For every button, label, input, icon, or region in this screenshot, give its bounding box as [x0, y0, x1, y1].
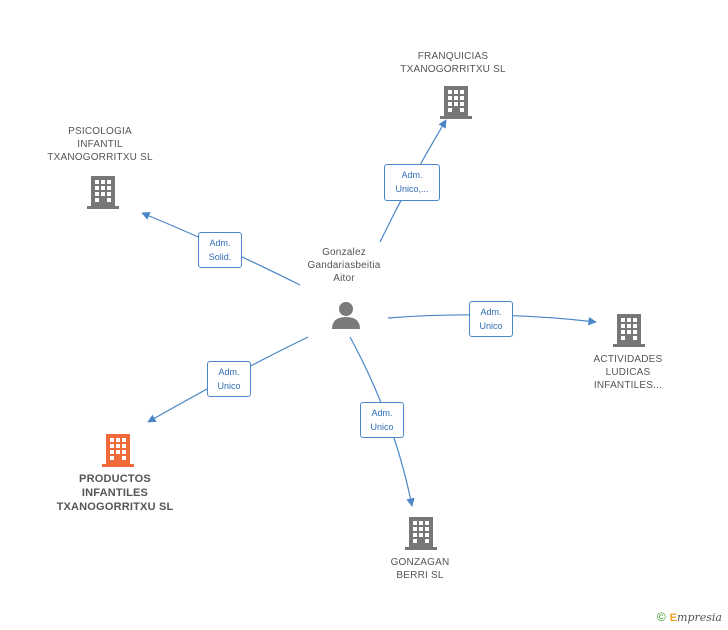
person-name-line-2: Gandariasbeitia: [307, 260, 381, 271]
company-label-gonzagan-line-2: BERRI SL: [396, 570, 444, 581]
company-label-productos-line-2: INFANTILES: [81, 487, 149, 499]
copyright-footer[interactable]: ©Empresia: [657, 610, 722, 624]
company-label-psicologia-line-2: INFANTIL: [77, 139, 123, 150]
company-label-gonzagan[interactable]: GONZAGAN BERRI SL: [370, 556, 470, 582]
company-label-psicologia-line-1: PSICOLOGIA: [68, 126, 132, 137]
company-label-franquicias-line-1: FRANQUICIAS: [417, 51, 489, 62]
role-badge-actividades[interactable]: Adm. Unico: [469, 301, 513, 337]
building-icon[interactable]: [613, 312, 645, 348]
company-label-actividades-line-1: ACTIVIDADES: [593, 354, 663, 365]
company-label-franquicias[interactable]: FRANQUICIAS TXANOGORRITXU SL: [383, 50, 523, 76]
company-label-productos[interactable]: PRODUCTOS INFANTILES TXANOGORRITXU SL: [40, 472, 190, 514]
building-icon-highlighted[interactable]: [102, 432, 134, 468]
company-label-gonzagan-line-1: GONZAGAN: [390, 557, 450, 568]
company-label-psicologia[interactable]: PSICOLOGIA INFANTIL TXANOGORRITXU SL: [30, 125, 170, 164]
company-label-actividades-line-3: INFANTILES...: [593, 380, 663, 391]
role-badge-franquicias[interactable]: Adm. Unico,...: [384, 164, 440, 201]
company-label-actividades[interactable]: ACTIVIDADES LUDICAS INFANTILES...: [572, 353, 684, 392]
brand-logo-initial: E: [669, 612, 678, 624]
brand-logo-text: mpresia: [677, 611, 722, 624]
copyright-symbol: ©: [656, 610, 666, 624]
building-icon[interactable]: [87, 174, 119, 210]
role-badge-gonzagan[interactable]: Adm. Unico: [360, 402, 404, 438]
company-label-actividades-line-2: LUDICAS: [605, 367, 651, 378]
role-badge-franquicias-line-2: Unico,...: [395, 184, 429, 194]
role-badge-productos-line-1: Adm.: [218, 367, 240, 377]
company-label-productos-line-3: TXANOGORRITXU SL: [56, 501, 174, 513]
role-badge-gonzagan-line-1: Adm.: [371, 408, 393, 418]
role-badge-psicologia-line-2: Solid.: [208, 252, 232, 262]
building-icon[interactable]: [440, 84, 472, 120]
role-badge-actividades-line-2: Unico: [479, 321, 503, 331]
person-name[interactable]: Gonzalez Gandariasbeitia Aitor: [284, 246, 404, 285]
role-badge-franquicias-line-1: Adm.: [401, 170, 423, 180]
person-name-line-1: Gonzalez: [322, 247, 366, 258]
role-badge-productos[interactable]: Adm. Unico: [207, 361, 251, 397]
company-label-productos-line-1: PRODUCTOS: [79, 473, 151, 485]
person-name-line-3: Aitor: [333, 273, 355, 284]
role-badge-psicologia-line-1: Adm.: [209, 238, 231, 248]
building-icon[interactable]: [405, 515, 437, 551]
role-badge-actividades-line-1: Adm.: [480, 307, 502, 317]
role-badge-gonzagan-line-2: Unico: [370, 422, 394, 432]
company-label-franquicias-line-2: TXANOGORRITXU SL: [400, 64, 506, 75]
role-badge-productos-line-2: Unico: [217, 381, 241, 391]
company-label-psicologia-line-3: TXANOGORRITXU SL: [47, 152, 153, 163]
role-badge-psicologia[interactable]: Adm. Solid.: [198, 232, 242, 268]
person-icon[interactable]: [331, 300, 361, 330]
